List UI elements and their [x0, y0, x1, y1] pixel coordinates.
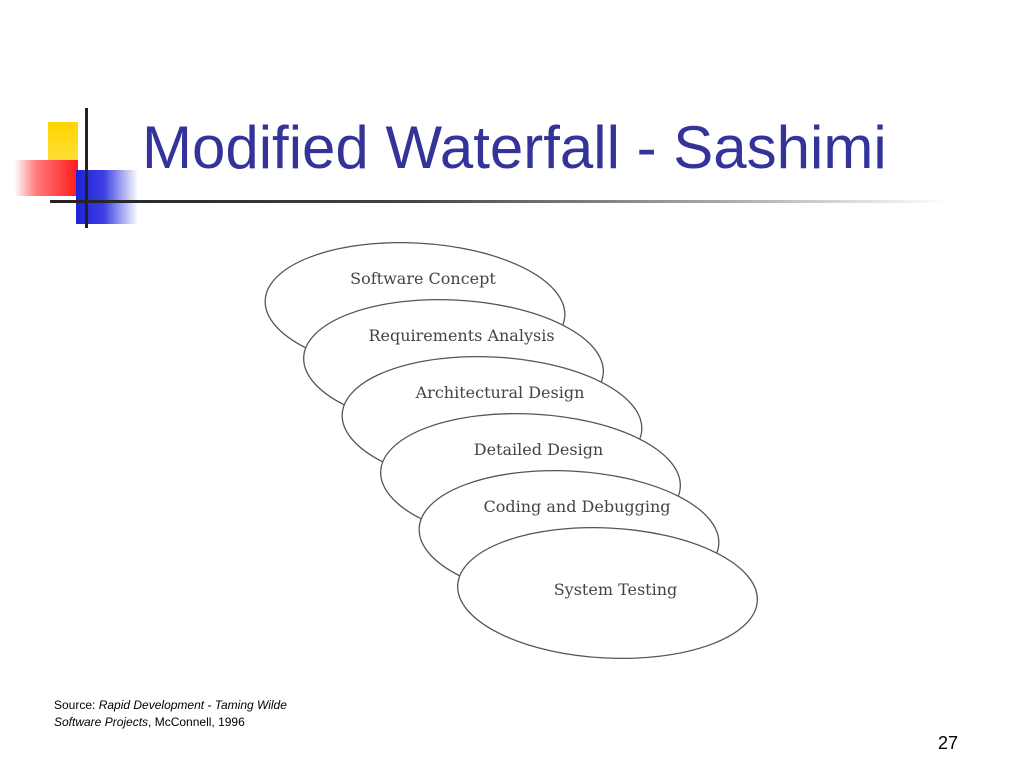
logo-red-square: [14, 160, 78, 196]
source-author-year: , McConnell, 1996: [148, 715, 245, 729]
source-prefix: Source:: [54, 698, 96, 712]
phase-label: Detailed Design: [474, 440, 603, 459]
phase-system-testing: System Testing: [457, 526, 758, 660]
title-underline: [50, 200, 950, 203]
source-book-title-line1: Rapid Development - Taming Wilde: [98, 698, 287, 712]
phase-label: System Testing: [554, 580, 678, 599]
slide-logo-decoration: [0, 0, 150, 240]
phase-label: Requirements Analysis: [368, 326, 554, 345]
phase-label: Software Concept: [350, 269, 496, 288]
phase-ellipse: [457, 526, 758, 660]
page-number: 27: [938, 733, 959, 753]
phase-label: Architectural Design: [415, 383, 585, 402]
logo-vertical-line: [85, 108, 88, 228]
source-book-title-line2: Software Projects: [54, 715, 149, 729]
phase-label: Coding and Debugging: [483, 497, 670, 516]
slide-title: Modified Waterfall - Sashimi: [142, 114, 887, 181]
source-citation: Source: Rapid Development - Taming Wilde…: [54, 697, 354, 731]
